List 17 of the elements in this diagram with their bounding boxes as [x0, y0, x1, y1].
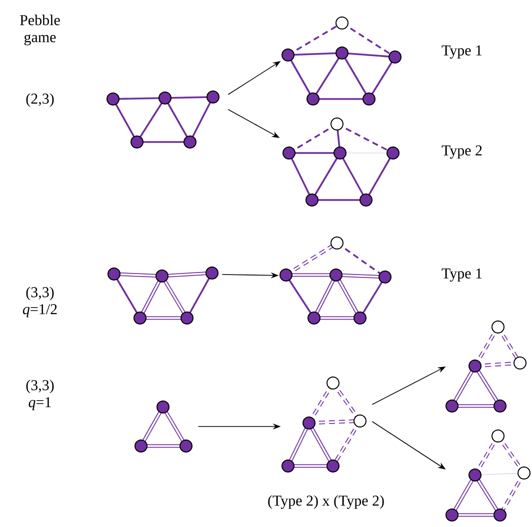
graph-drawing: [282, 16, 402, 106]
parameter-label: (3,3) q=1: [26, 380, 54, 410]
graph-drawing: [282, 376, 366, 472]
parameter-label: (2,3): [26, 93, 54, 107]
graph-drawing: [446, 430, 530, 522]
graph-drawing: [108, 266, 218, 324]
graph-drawing: [282, 118, 400, 206]
parameter-label: (3,3) q=1/2: [22, 286, 57, 318]
graph-drawing: [106, 90, 220, 148]
type-label: Type 1: [442, 45, 482, 59]
type-label: Type 1: [442, 268, 482, 282]
type-label: Type 2: [442, 145, 482, 159]
graph-drawing: [280, 236, 392, 324]
graph-drawing: [446, 320, 526, 412]
graph-drawing: [134, 400, 192, 452]
caption-text: (Type 2) x (Type 2): [268, 495, 384, 509]
heading: Pebble game: [20, 14, 60, 46]
